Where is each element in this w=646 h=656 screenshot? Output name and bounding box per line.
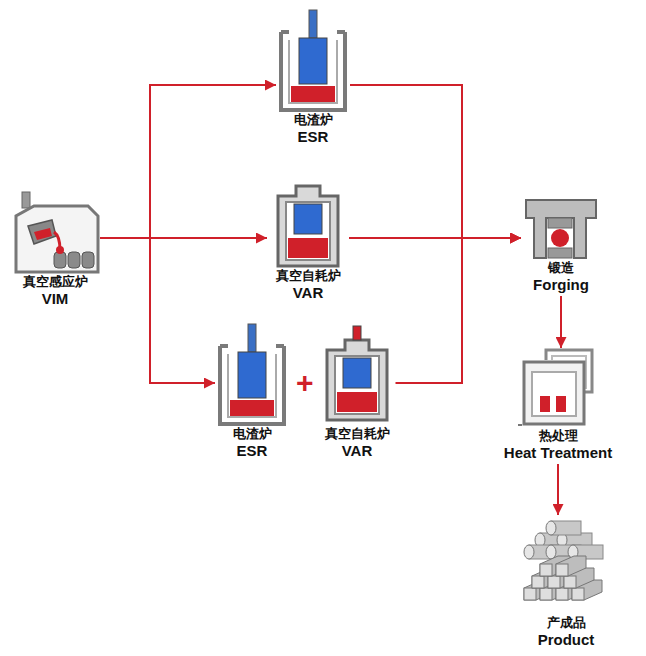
chinese-label: 热处理: [502, 428, 615, 444]
process-step: 锻造Forging: [521, 192, 601, 294]
icon-space: [323, 322, 324, 426]
forging-press-icon: [526, 200, 596, 258]
vim-furnace-icon: [16, 192, 98, 272]
chinese-label: 真空感应炉: [14, 274, 96, 290]
flow-arrow: [557, 464, 559, 515]
plus-sign: +: [296, 368, 314, 398]
english-label: VAR: [323, 442, 392, 460]
english-label: ESR: [280, 128, 346, 146]
chinese-label: 锻造: [525, 260, 597, 276]
english-label: VIM: [14, 290, 96, 308]
chinese-label: 真空自耗炉: [323, 426, 392, 442]
icon-space: [219, 322, 220, 426]
chinese-label: 电渣炉: [280, 112, 346, 128]
icon-space: [14, 182, 15, 274]
chinese-label: 电渣炉: [219, 426, 285, 442]
flow-arrow: [396, 238, 522, 383]
var-electrode-rod: [353, 326, 361, 340]
process-step: 真空自耗炉VAR: [267, 172, 349, 302]
process-step: 电渣炉ESR: [276, 8, 350, 146]
english-label: Product: [522, 631, 610, 649]
chinese-label: 真空自耗炉: [271, 268, 345, 284]
chinese-label: 产成品: [522, 615, 610, 631]
process-step: 真空感应炉VIM: [10, 182, 100, 308]
icon-space: [280, 8, 281, 112]
english-label: Heat Treatment: [502, 444, 615, 462]
flow-arrow: [100, 85, 276, 238]
icon-space: [502, 348, 503, 428]
english-label: VAR: [271, 284, 345, 302]
process-step: 产成品Product: [518, 515, 614, 649]
english-label: ESR: [219, 442, 285, 460]
icon-space: [271, 172, 272, 268]
process-step: 真空自耗炉VAR: [319, 322, 396, 460]
product-bars-icon: [524, 521, 603, 600]
process-step: 电渣炉ESR: [215, 322, 289, 460]
icon-space: [522, 515, 523, 615]
flow-arrow: [100, 238, 215, 383]
icon-space: [525, 192, 526, 260]
flow-arrow: [560, 296, 562, 348]
heat-treatment-furnace-icon: [518, 350, 592, 426]
english-label: Forging: [525, 276, 597, 294]
process-step: 热处理Heat Treatment: [498, 348, 619, 462]
flow-arrow: [350, 85, 521, 238]
